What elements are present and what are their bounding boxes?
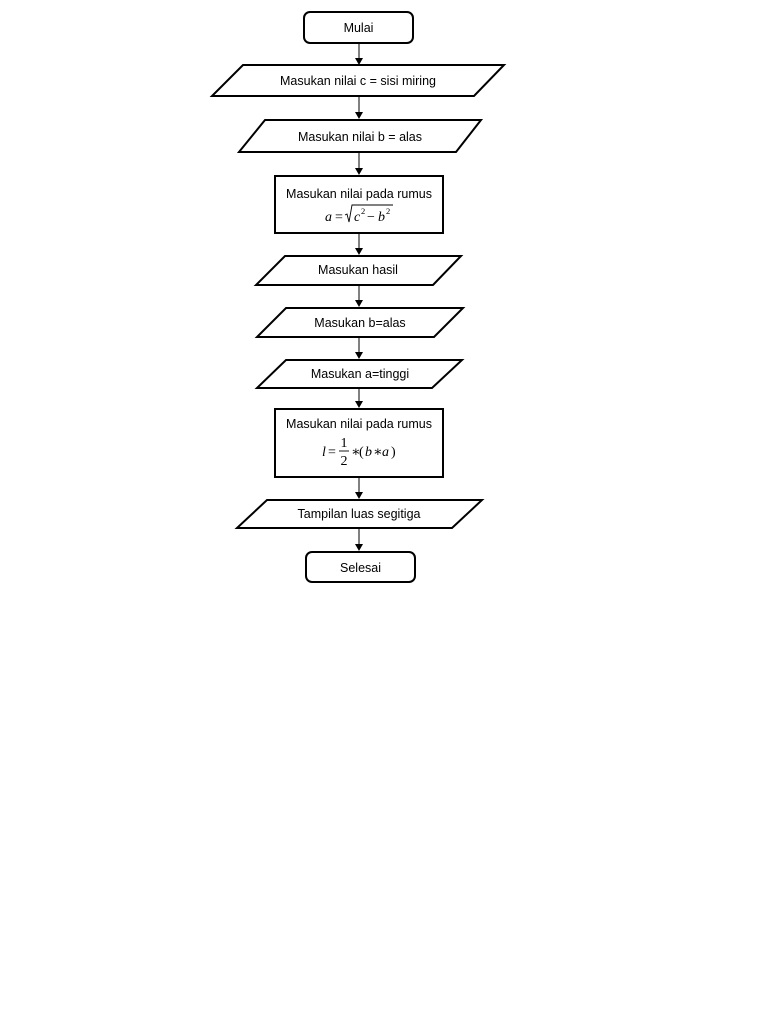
formula-l-equals: = [328,445,336,460]
process-l-label: Masukan nilai pada rumus [286,417,432,431]
formula-a-minus: − [367,210,375,225]
formula-triangle-area: l = 1 2 ∗ ( b ∗ a ) [322,436,396,469]
output-parallelogram: Tampilan luas segitiga [234,499,485,529]
formula-sqrt-radical [344,204,393,223]
formula-a-b: b [378,210,385,225]
end-terminator: Selesai [305,551,416,583]
formula-l-times: ∗ [351,445,361,460]
connectors [355,43,363,551]
formula-l-numerator: 1 [341,436,348,451]
start-label: Mulai [344,21,374,35]
formula-l-times-inner: ∗ [373,445,383,460]
output-label: Tampilan luas segitiga [298,507,421,521]
connector-input-b-to-process-a [355,152,363,175]
input-a-tinggi-parallelogram: Masukan a=tinggi [254,359,465,389]
process-a-label: Masukan nilai pada rumus [286,187,432,201]
formula-l-a: a [382,445,389,460]
formula-a-equals: = [335,210,343,225]
formula-a-lhs: a [325,210,332,225]
formula-a-c-exponent: 2 [361,206,365,216]
connector-input-b-alas-to-input-a-tinggi [355,337,363,359]
input-hasil-label: Masukan hasil [318,263,398,277]
input-hasil-parallelogram: Masukan hasil [253,255,464,286]
connector-process-a-to-input-hasil [355,233,363,255]
connector-input-a-tinggi-to-process-l [355,388,363,408]
input-c-parallelogram: Masukan nilai c = sisi miring [209,64,507,97]
input-b-alas-parallelogram: Masukan b=alas [254,307,466,338]
connector-process-l-to-output [355,477,363,499]
formula-l-denominator: 2 [341,454,348,469]
formula-l-paren-open: ( [359,445,364,460]
formula-l-lhs: l [322,445,326,460]
connector-input-c-to-input-b [355,96,363,119]
formula-pythagoras: a = c 2 − b 2 [325,204,393,225]
connector-start-to-input-c [355,43,363,65]
end-label: Selesai [340,561,381,575]
input-b-parallelogram: Masukan nilai b = alas [236,119,484,153]
input-a-tinggi-label: Masukan a=tinggi [311,367,409,381]
process-a-rectangle: Masukan nilai pada rumus a = c 2 − b 2 [274,175,444,234]
connector-input-hasil-to-input-b-alas [355,285,363,307]
connector-output-to-end [355,528,363,551]
input-c-label: Masukan nilai c = sisi miring [280,74,436,88]
input-b-label: Masukan nilai b = alas [298,130,422,144]
process-l-rectangle: Masukan nilai pada rumus l = 1 2 ∗ ( b ∗… [274,408,444,478]
input-b-alas-label: Masukan b=alas [314,316,405,330]
start-terminator: Mulai [303,11,414,44]
formula-a-c: c [354,210,361,225]
formula-l-paren-close: ) [391,445,396,460]
formula-l-b: b [365,445,372,460]
formula-a-b-exponent: 2 [386,206,390,216]
